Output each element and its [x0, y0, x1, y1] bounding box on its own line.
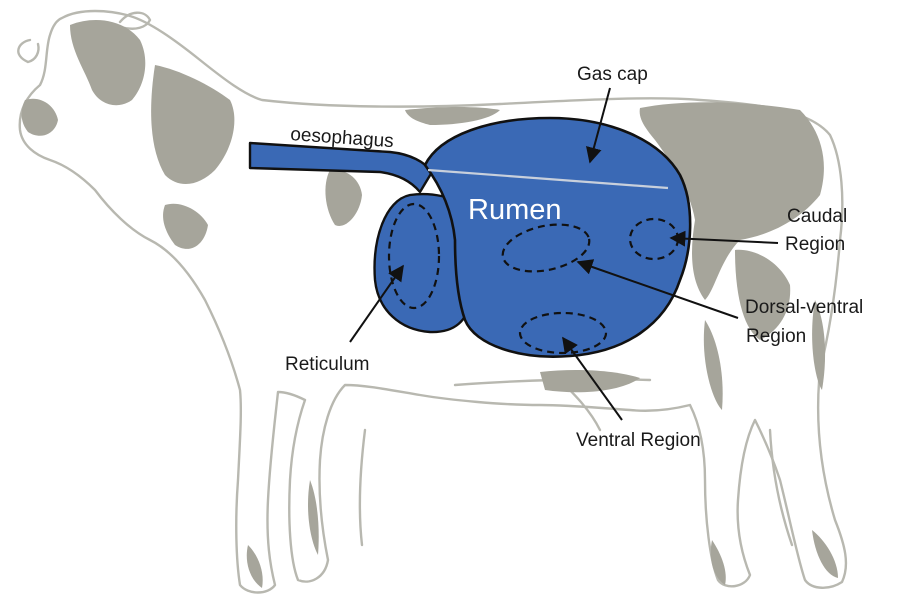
reticulum-label: Reticulum — [285, 354, 369, 375]
rumen-label: Rumen — [468, 194, 562, 226]
dorsal-ventral-label-line1: Dorsal-ventral — [745, 297, 863, 318]
caudal-label-line2: Region — [785, 234, 845, 255]
ventral-region-label: Ventral Region — [576, 430, 701, 451]
gas-cap-label: Gas cap — [577, 64, 648, 85]
dorsal-ventral-label-line2: Region — [746, 326, 806, 347]
caudal-label-line1: Caudal — [787, 206, 847, 227]
rumen-shape — [425, 118, 690, 357]
